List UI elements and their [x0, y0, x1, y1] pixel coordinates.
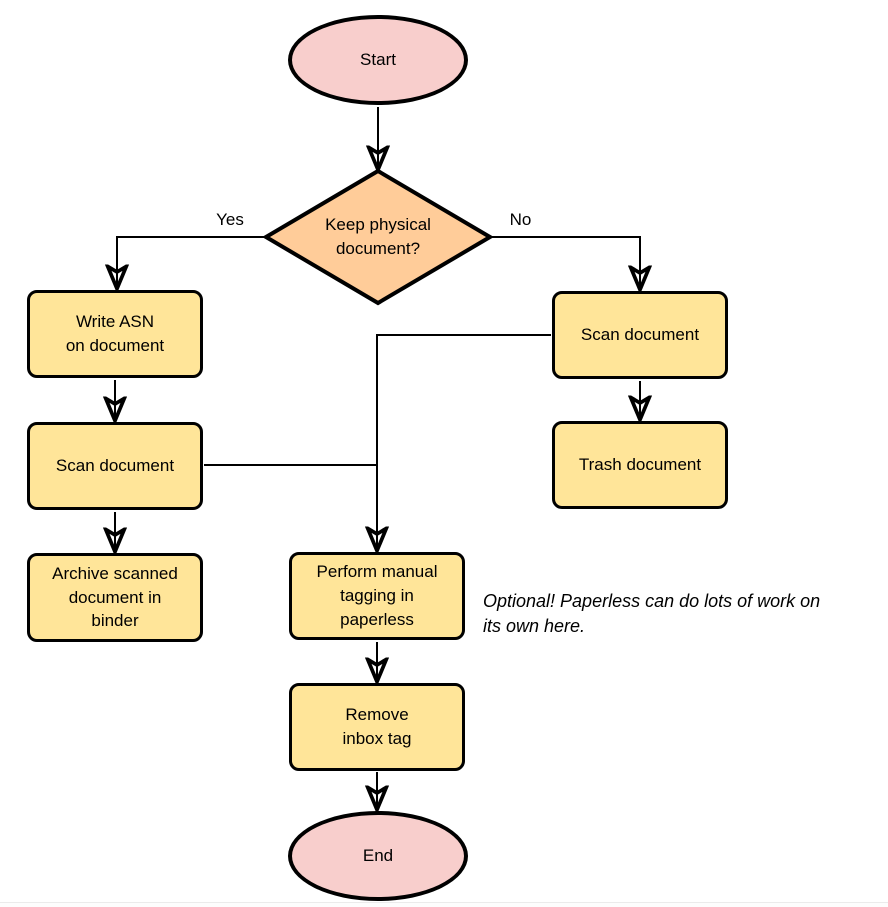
- node-end: End: [288, 811, 468, 901]
- node-remove-inbox-tag-label: Remove inbox tag: [342, 705, 412, 748]
- node-archive-binder: Archive scanned document in binder: [27, 553, 203, 642]
- node-write-asn-label: Write ASN on document: [65, 312, 165, 355]
- node-manual-tagging-label: Perform manual tagging in paperless: [316, 562, 438, 629]
- edge-decision-yes-to-write-asn: [117, 236, 266, 285]
- node-scan-document-left-label: Scan document: [55, 456, 175, 476]
- node-remove-inbox-tag: Remove inbox tag: [289, 683, 465, 771]
- node-archive-binder-label: Archive scanned document in binder: [52, 563, 178, 631]
- optional-note: Optional! Paperless can do lots of work …: [483, 591, 821, 637]
- node-manual-tagging: Perform manual tagging in paperless: [289, 552, 465, 640]
- decision-diamond-shape: [262, 168, 494, 306]
- node-write-asn: Write ASN on document: [27, 290, 203, 378]
- node-decision-label: Keep physical document?: [325, 215, 431, 258]
- node-start-label: Start: [360, 50, 396, 70]
- node-trash-document: Trash document: [552, 421, 728, 509]
- node-trash-document-label: Trash document: [578, 455, 702, 475]
- edge-label-yes: Yes: [216, 210, 244, 229]
- edge-label-no: No: [509, 210, 532, 229]
- page-bottom-divider: [0, 902, 888, 907]
- node-decision: Keep physical document?: [261, 166, 495, 308]
- node-scan-document-right: Scan document: [552, 291, 728, 379]
- node-end-label: End: [362, 846, 394, 866]
- node-scan-document-right-label: Scan document: [580, 325, 700, 345]
- node-start: Start: [288, 15, 468, 105]
- node-scan-document-left: Scan document: [27, 422, 203, 510]
- edge-scan-right-to-tagging: [377, 334, 551, 547]
- edge-decision-no-to-scan-right: [489, 236, 640, 286]
